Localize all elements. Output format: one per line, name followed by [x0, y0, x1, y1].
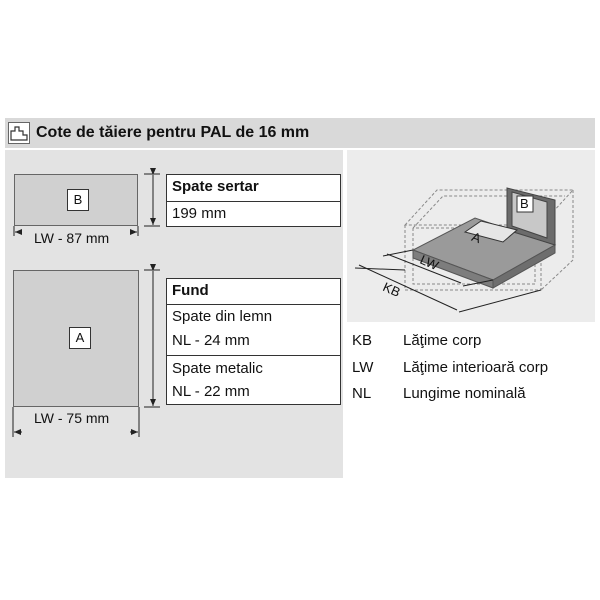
- back-piece-label: B: [67, 189, 89, 211]
- page-title: Cote de tăiere pentru PAL de 16 mm: [36, 124, 310, 141]
- drawer-illustration: [354, 187, 575, 313]
- metal-back-label: Spate metalic: [172, 360, 263, 377]
- bottom-panel-table: Fund Spate din lemn NL - 24 mm Spate met…: [166, 278, 341, 405]
- drawer-label-b: B: [520, 196, 529, 211]
- back-width-dimension: LW - 87 mm: [32, 230, 112, 246]
- back-table-value: 199 mm: [172, 205, 227, 222]
- bottom-piece-label: A: [69, 327, 91, 349]
- header-bar: [5, 118, 595, 148]
- legend-desc-kb: Lăţime corp: [403, 332, 482, 349]
- back-table-title: Spate sertar: [167, 175, 340, 202]
- wood-back-value: NL - 24 mm: [167, 329, 340, 356]
- legend-abbr-lw: LW: [352, 359, 374, 376]
- bottom-width-dimension: LW - 75 mm: [32, 410, 112, 426]
- bottom-table-title: Fund: [167, 279, 340, 305]
- legend-desc-lw: Lăţime interioară corp: [403, 359, 549, 376]
- metal-back-value: NL - 22 mm: [172, 383, 250, 400]
- legend-abbr-nl: NL: [352, 385, 372, 402]
- ruler-icon: [8, 122, 30, 144]
- back-panel-table: Spate sertar 199 mm: [166, 174, 341, 227]
- legend-desc-nl: Lungime nominală: [403, 385, 526, 402]
- wood-back-label: Spate din lemn: [172, 308, 273, 325]
- legend-abbr-kb: KB: [352, 332, 373, 349]
